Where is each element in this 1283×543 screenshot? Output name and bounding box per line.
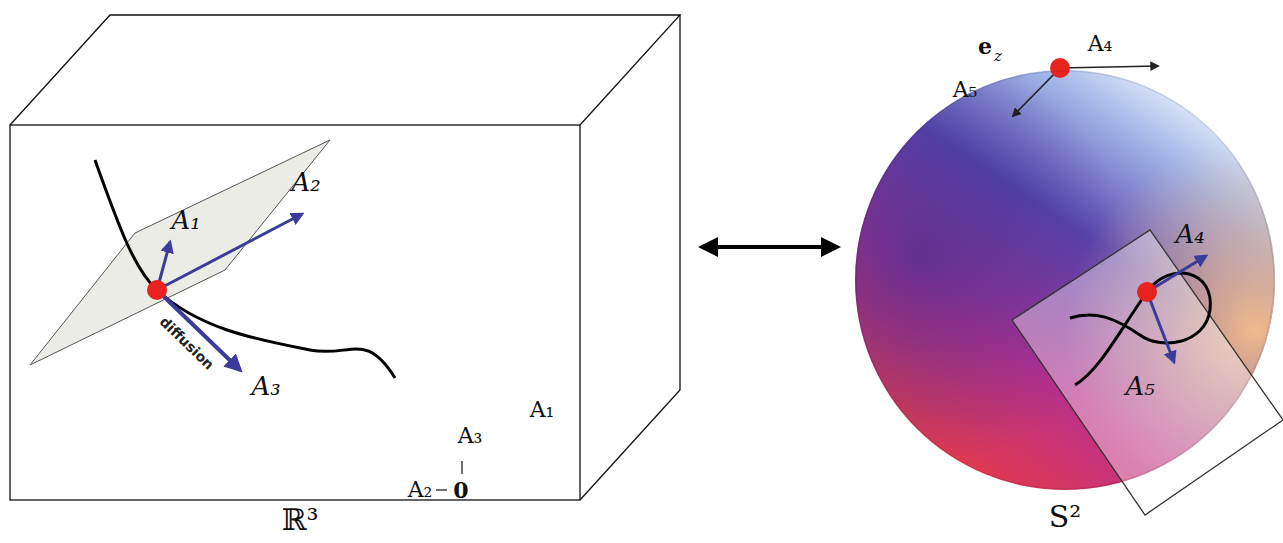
vector-label: A₅ <box>953 79 978 101</box>
node-outline <box>10 15 680 500</box>
box-frame <box>10 15 680 500</box>
space-name: ℝ³ <box>282 505 319 535</box>
vector-label: A₄ <box>1175 221 1204 247</box>
box-top <box>10 15 680 125</box>
vector-label: e <box>978 35 992 57</box>
vector-label: A₄ <box>1088 33 1113 55</box>
space-name: S² <box>1049 502 1082 532</box>
correspondence-arrow <box>702 245 837 249</box>
sphere-node: S² <box>855 70 1275 490</box>
point-dot <box>1137 282 1157 302</box>
vector-arrows <box>157 214 302 370</box>
axis-tick <box>436 489 447 490</box>
vector-label: A₃ <box>458 425 483 447</box>
vector-arrow <box>1147 292 1174 362</box>
vector-label: A₅ <box>1125 373 1154 399</box>
vector-label: A₁ <box>530 399 555 421</box>
axis-tick <box>461 461 462 474</box>
curve <box>95 160 395 378</box>
point-dot <box>1050 58 1070 78</box>
vector-label: z <box>994 49 1002 64</box>
vector-arrow <box>1013 68 1060 116</box>
curve <box>1070 273 1210 385</box>
arrow-label: diffusion <box>157 314 216 372</box>
vector-label: 0 <box>453 479 468 501</box>
box-side <box>580 15 680 500</box>
sphere-outline <box>856 71 1274 489</box>
vector-label: A₁ <box>171 207 200 233</box>
box-front <box>10 125 580 500</box>
vector-label: A₃ <box>251 373 280 399</box>
vector-label: A₂ <box>291 169 320 195</box>
node-outline <box>855 70 1275 490</box>
point-dot <box>147 280 167 300</box>
vector-arrows <box>1147 256 1206 362</box>
vector-arrow <box>1060 66 1158 68</box>
space-box: ℝ³ <box>10 15 680 500</box>
vector-arrow <box>1147 256 1206 292</box>
vector-label: A₂ <box>408 479 433 501</box>
